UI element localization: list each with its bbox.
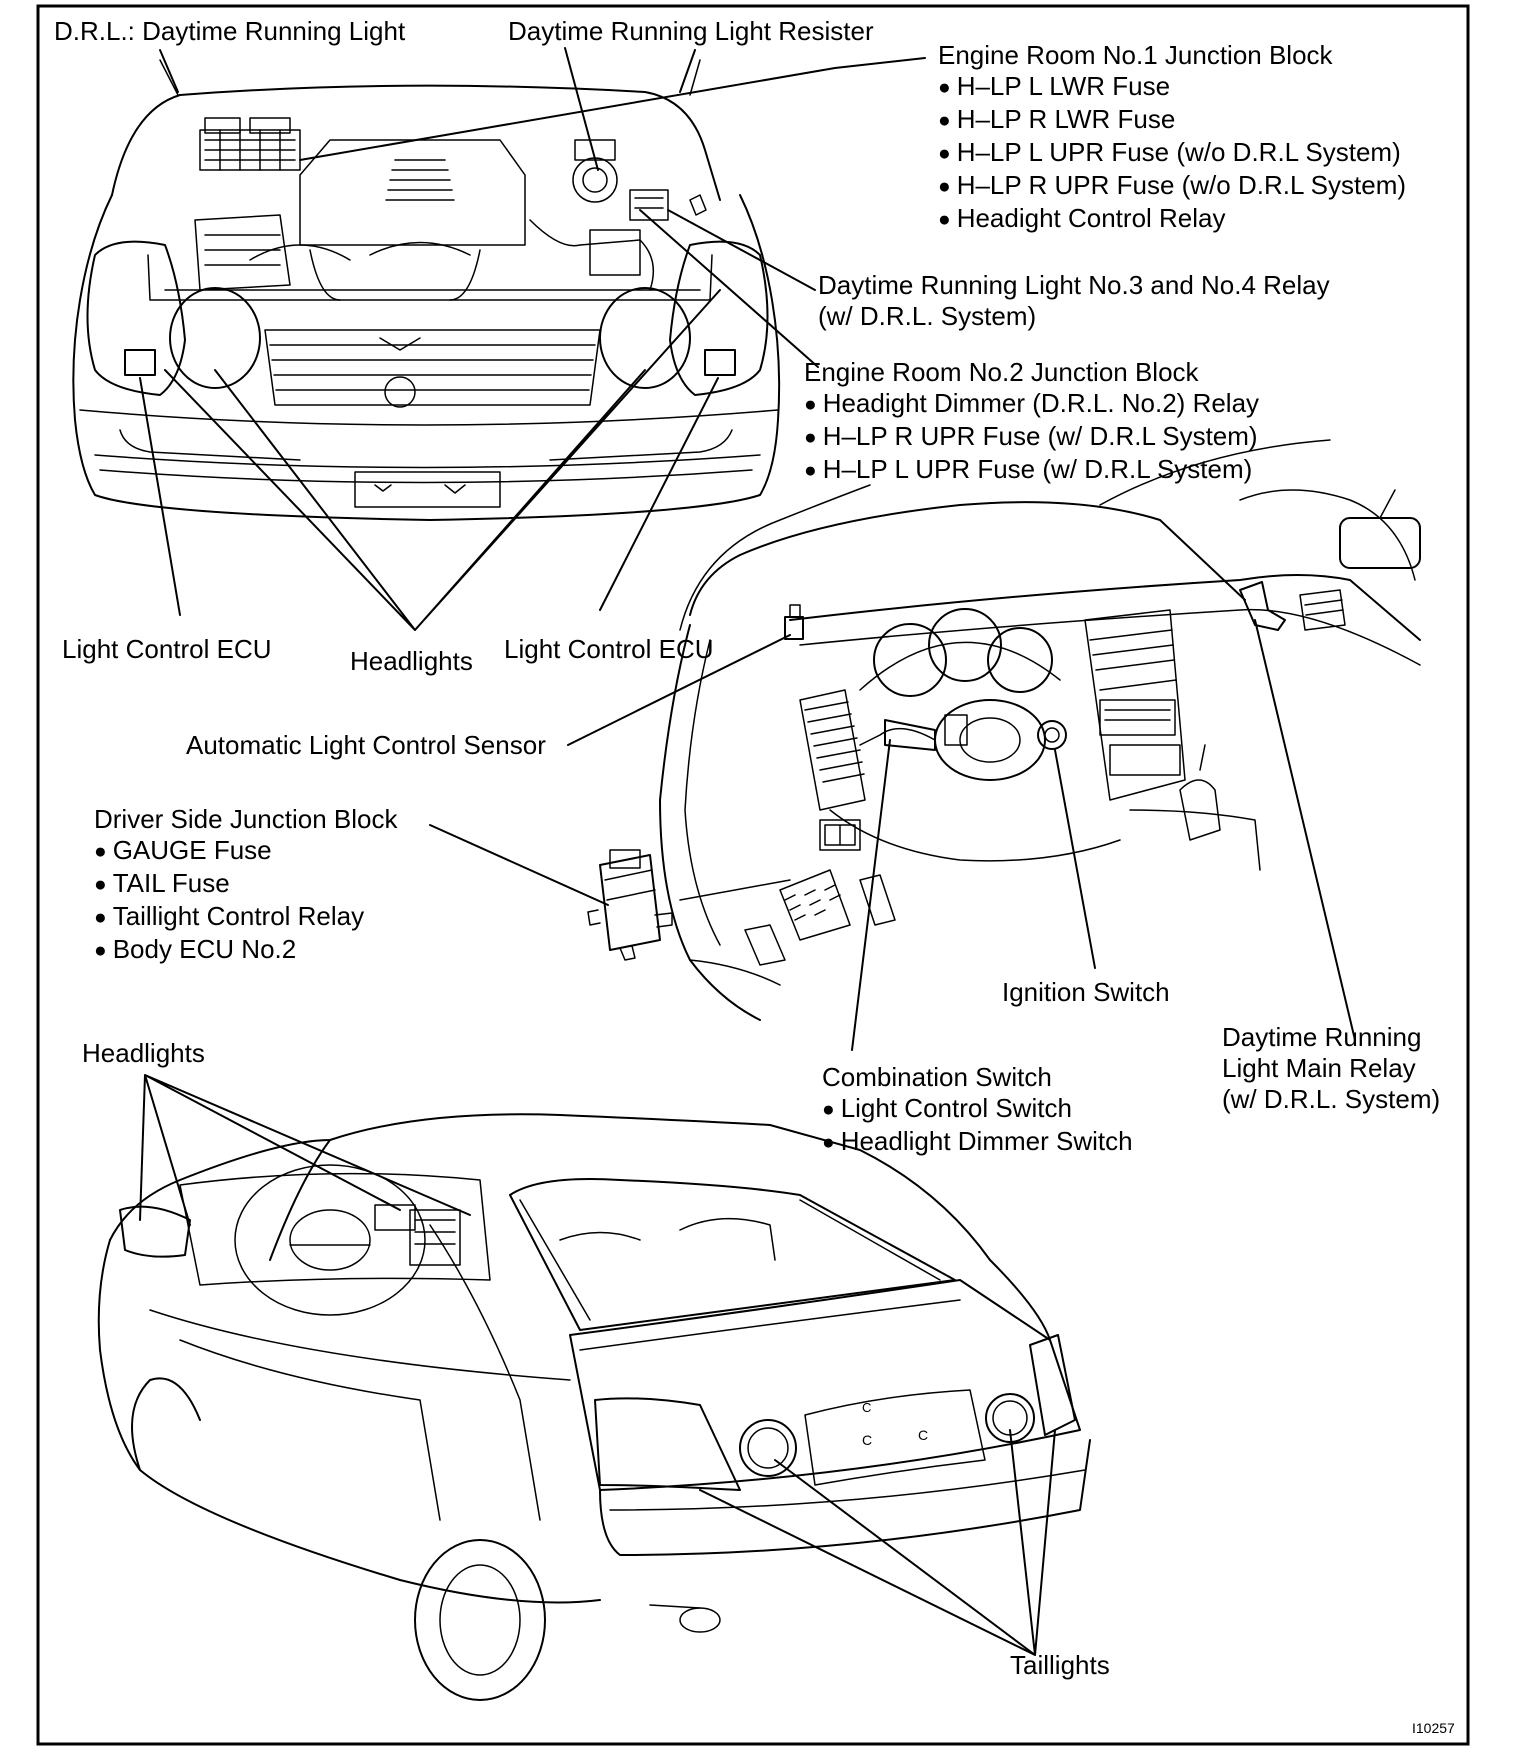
leader-taillights <box>699 1429 1056 1656</box>
combo-item: Light Control Switch <box>822 1093 1133 1126</box>
figure-frame <box>36 4 1470 1746</box>
leader-er2-block <box>639 209 819 368</box>
plate-mark-3: C <box>918 1427 928 1443</box>
rear-car-illustration: C C C <box>97 1113 1091 1701</box>
drl-main-line1: Daytime Running <box>1222 1022 1422 1052</box>
label-drl-resister: Daytime Running Light Resister <box>508 16 874 46</box>
drl-main-line3: (w/ D.R.L. System) <box>1222 1084 1441 1114</box>
driver-block-title: Driver Side Junction Block <box>94 804 398 834</box>
label-combo: Combination Switch Light Control Switch … <box>822 1062 1133 1159</box>
label-drl-main: Daytime Running Light Main Relay (w/ D.R… <box>1222 1022 1440 1115</box>
driver-block-list: GAUGE Fuse TAIL Fuse Taillight Control R… <box>94 835 397 967</box>
leader-drl-legend <box>159 49 179 93</box>
leader-headlights-front <box>164 289 721 631</box>
front-car-illustration <box>72 59 781 521</box>
leader-light-ecu-right <box>599 377 719 611</box>
leader-drl-relay34 <box>667 209 816 291</box>
combo-title: Combination Switch <box>822 1062 1052 1092</box>
label-drl-relay34: Daytime Running Light No.3 and No.4 Rela… <box>818 270 1330 332</box>
label-headlights-rear: Headlights <box>82 1038 205 1068</box>
label-light-ecu-right: Light Control ECU <box>504 634 714 664</box>
er2-block-list: Headight Dimmer (D.R.L. No.2) Relay H–LP… <box>804 388 1259 487</box>
er2-item: Headight Dimmer (D.R.L. No.2) Relay <box>804 388 1259 421</box>
plate-mark-1: C <box>862 1400 871 1415</box>
leader-lines <box>139 47 1356 1656</box>
driver-block-item: GAUGE Fuse <box>94 835 397 868</box>
label-headlights-front: Headlights <box>350 646 473 676</box>
combo-item: Headlight Dimmer Switch <box>822 1126 1133 1159</box>
er1-item: H–LP R LWR Fuse <box>938 104 1406 137</box>
driver-block-item: Taillight Control Relay <box>94 901 397 934</box>
er1-item: H–LP R UPR Fuse (w/o D.R.L System) <box>938 170 1406 203</box>
leader-ignition <box>1054 749 1096 969</box>
leader-combo <box>851 739 891 1051</box>
label-auto-sensor: Automatic Light Control Sensor <box>186 730 546 760</box>
driver-block-item: TAIL Fuse <box>94 868 397 901</box>
dashboard-illustration <box>587 439 1421 1021</box>
leader-headlights-rear <box>139 1074 471 1226</box>
plate-mark-2: C <box>862 1432 872 1448</box>
er1-item: Headight Control Relay <box>938 203 1406 236</box>
combo-list: Light Control Switch Headlight Dimmer Sw… <box>822 1093 1133 1159</box>
leader-drl-main <box>1254 619 1356 1041</box>
driver-block-item: Body ECU No.2 <box>94 934 397 967</box>
leader-auto-sensor <box>567 634 791 746</box>
label-ignition: Ignition Switch <box>1002 977 1170 1007</box>
leader-driver-block <box>429 824 609 906</box>
er2-block-title: Engine Room No.2 Junction Block <box>804 357 1199 387</box>
label-light-ecu-left: Light Control ECU <box>62 634 272 664</box>
drl-main-line2: Light Main Relay <box>1222 1053 1416 1083</box>
er2-item: H–LP R UPR Fuse (w/ D.R.L System) <box>804 421 1259 454</box>
label-er1-block: Engine Room No.1 Junction Block H–LP L L… <box>938 40 1406 236</box>
er2-item: H–LP L UPR Fuse (w/ D.R.L System) <box>804 454 1259 487</box>
leader-er1-block <box>299 57 926 161</box>
label-driver-block: Driver Side Junction Block GAUGE Fuse TA… <box>94 804 397 967</box>
leader-drl-resister-2 <box>564 47 599 171</box>
figure-id: I10257 <box>1412 1720 1455 1736</box>
er1-item: H–LP L UPR Fuse (w/o D.R.L System) <box>938 137 1406 170</box>
label-drl-legend: D.R.L.: Daytime Running Light <box>54 16 406 46</box>
er1-block-list: H–LP L LWR Fuse H–LP R LWR Fuse H–LP L U… <box>938 71 1406 236</box>
leader-drl-resister <box>679 49 696 93</box>
er1-item: H–LP L LWR Fuse <box>938 71 1406 104</box>
drl-relay34-line2: (w/ D.R.L. System) <box>818 301 1037 331</box>
er1-block-title: Engine Room No.1 Junction Block <box>938 40 1333 70</box>
drl-relay34-line1: Daytime Running Light No.3 and No.4 Rela… <box>818 270 1330 300</box>
leader-light-ecu-left <box>139 377 181 616</box>
label-taillights: Taillights <box>1010 1650 1110 1680</box>
label-er2-block: Engine Room No.2 Junction Block Headight… <box>804 357 1259 487</box>
